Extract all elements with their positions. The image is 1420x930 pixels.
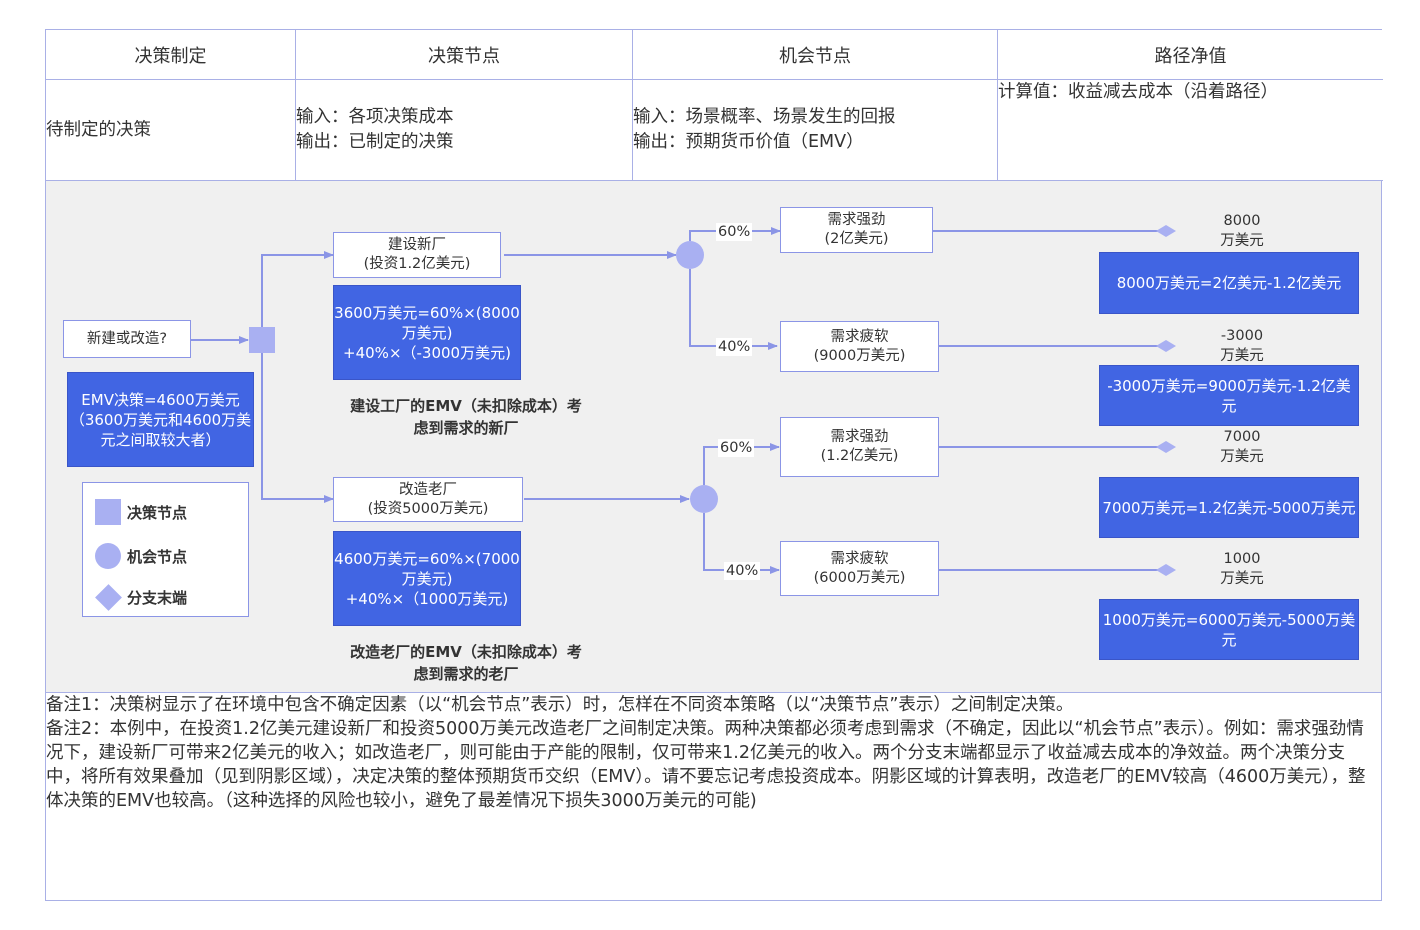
- diamond-icon: [95, 584, 122, 611]
- header-decision-node: 决策节点: [296, 30, 633, 80]
- legend-item-decision: 决策节点: [95, 499, 187, 525]
- outcome-new-strong: 需求强劲 (2亿美元): [780, 207, 933, 253]
- outcome-old-strong: 需求强劲 (1.2亿美元): [780, 417, 939, 477]
- calc-box-1: 8000万美元=2亿美元-1.2亿美元: [1099, 252, 1359, 314]
- start-decision-box: 新建或改造?: [63, 320, 191, 358]
- legend: 决策节点 机会节点 分支末端: [82, 482, 249, 617]
- emv-decision-box: EMV决策=4600万美元（3600万美元和4600万美元之间取较大者）: [67, 372, 254, 467]
- cell-decision-node: 输入：各项决策成本 输出：已制定的决策: [296, 80, 633, 181]
- pct-old-strong: 60%: [718, 439, 755, 457]
- circle-icon: [95, 543, 121, 569]
- cell-path-value-text: 计算值：收益减去成本（沿着路径）: [998, 82, 1278, 102]
- connector-lines: [191, 225, 1176, 576]
- caption-new-plant: 建设工厂的EMV（未扣除成本）考 虑到需求的新厂: [350, 397, 582, 437]
- outcome-old-weak: 需求疲软 (6000万美元): [780, 541, 939, 596]
- terminal-diamond-4: [1156, 564, 1176, 576]
- decision-tree-frame: 决策制定 决策节点 机会节点 路径净值 待制定的决策 输入：各项决策成本 输出：…: [45, 29, 1383, 901]
- cell-decision-making: 待制定的决策: [46, 80, 296, 181]
- legend-item-terminal: 分支末端: [95, 584, 188, 611]
- terminal-value-2: -3000 万美元: [1220, 328, 1264, 364]
- terminal-value-1: 8000 万美元: [1220, 213, 1264, 249]
- legend-item-chance: 机会节点: [95, 543, 187, 569]
- option-new-plant-box: 建设新厂 (投资1.2亿美元): [333, 232, 501, 278]
- header-decision-making: 决策制定: [46, 30, 296, 80]
- caption-renovate: 改造老厂的EMV（未扣除成本）考 虑到需求的老厂: [350, 643, 582, 683]
- cell-chance-node: 输入：场景概率、场景发生的回报 输出：预期货币价值（EMV）: [633, 80, 998, 181]
- header-chance-node: 机会节点: [633, 30, 998, 80]
- emv-renovate-box: 4600万美元=60%×(7000万美元) +40%×（1000万美元): [333, 531, 521, 626]
- calc-box-3: 7000万美元=1.2亿美元-5000万美元: [1099, 477, 1359, 538]
- pct-new-strong: 60%: [716, 223, 753, 241]
- pct-new-weak: 40%: [716, 338, 753, 356]
- legend-label-terminal: 分支末端: [127, 589, 188, 607]
- terminal-diamond-1: [1156, 225, 1176, 237]
- chance-node-old: [690, 485, 718, 513]
- legend-label-chance: 机会节点: [127, 547, 188, 566]
- legend-label-decision: 决策节点: [127, 503, 188, 522]
- square-icon: [95, 499, 121, 525]
- pct-old-weak: 40%: [724, 562, 761, 580]
- note-2: 备注2：本例中，在投资1.2亿美元建设新厂和投资5000万美元改造老厂之间制定决…: [46, 719, 1366, 811]
- decision-tree-diagram: 新建或改造? EMV决策=4600万美元（3600万美元和4600万美元之间取较…: [46, 181, 1381, 693]
- option-renovate-box: 改造老厂 (投资5000万美元): [333, 477, 523, 522]
- notes: 备注1：决策树显示了在环境中包含不确定因素（以“机会节点”表示）时，怎样在不同资…: [46, 693, 1376, 813]
- outcome-new-weak: 需求疲软 (9000万美元): [780, 321, 939, 372]
- calc-box-2: -3000万美元=9000万美元-1.2亿美元: [1099, 365, 1359, 426]
- emv-new-plant-box: 3600万美元=60%×(8000万美元) +40%×（-3000万美元): [333, 285, 521, 380]
- edge-decision-new: [261, 251, 334, 327]
- decision-node: [249, 327, 275, 353]
- cell-chance-node-text: 输入：场景概率、场景发生的回报 输出：预期货币价值（EMV）: [633, 107, 896, 152]
- cell-path-value: 计算值：收益减去成本（沿着路径）: [998, 80, 1383, 181]
- calc-box-4: 1000万美元=6000万美元-5000万美元: [1099, 599, 1359, 660]
- terminal-diamond-2: [1156, 340, 1176, 352]
- cell-decision-making-text: 待制定的决策: [46, 119, 151, 140]
- terminal-diamond-3: [1156, 441, 1176, 453]
- edge-chance1-weak: [689, 269, 778, 350]
- cell-decision-node-text: 输入：各项决策成本 输出：已制定的决策: [296, 107, 454, 152]
- note-1: 备注1：决策树显示了在环境中包含不确定因素（以“机会节点”表示）时，怎样在不同资…: [46, 695, 1074, 715]
- chance-node-new: [676, 241, 704, 269]
- edge-decision-old: [261, 353, 334, 503]
- terminal-value-4: 1000 万美元: [1220, 551, 1264, 587]
- header-path-value: 路径净值: [998, 30, 1383, 80]
- terminal-value-3: 7000 万美元: [1220, 429, 1264, 465]
